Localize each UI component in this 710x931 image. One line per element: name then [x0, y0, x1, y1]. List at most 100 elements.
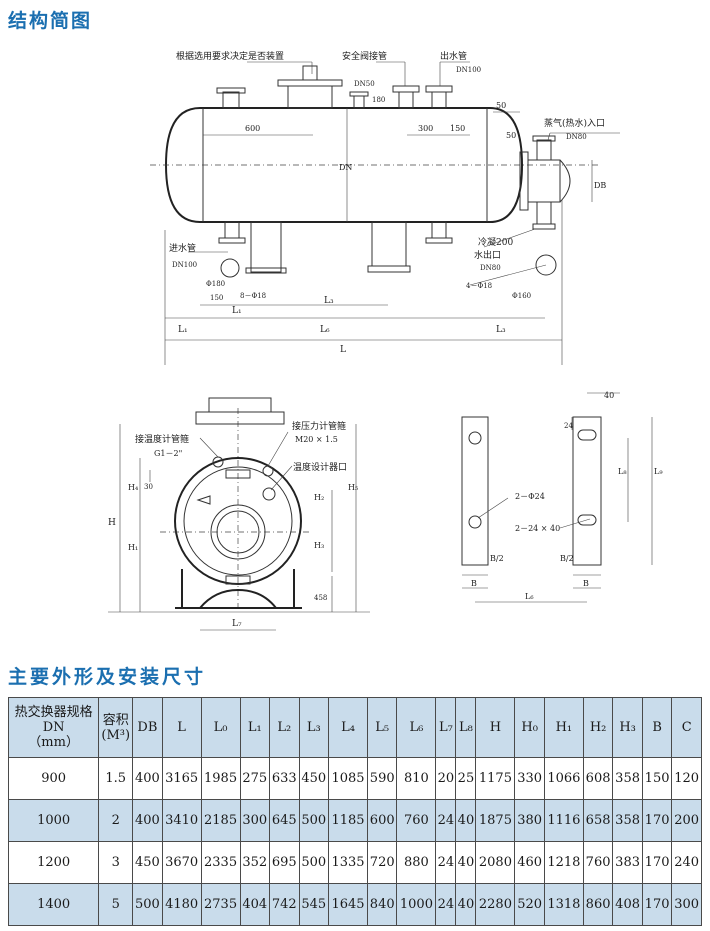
table-cell: 860	[582, 883, 614, 926]
table-cell: 645	[269, 799, 300, 842]
vessel-end-view	[108, 397, 370, 631]
table-cell: 1985	[200, 757, 241, 800]
table-cell: 840	[366, 883, 398, 926]
l-b-label: L₃	[324, 296, 334, 306]
table-cell: 3410	[161, 799, 202, 842]
table-cell: 1875	[475, 799, 516, 842]
hole-2phi24-label: 2－Φ24	[515, 492, 545, 501]
elevation-labels: 根据选用要求决定是否装置 安全阀接管 出水管 DN100 DN50 180 60…	[169, 50, 606, 355]
table-cell: 520	[514, 883, 545, 926]
table-cell: 1200	[7, 841, 100, 884]
dn80-inlet-label: DN80	[566, 133, 587, 141]
h-label: H	[108, 518, 116, 528]
table-cell: 408	[612, 883, 643, 926]
phi160-label: Φ160	[512, 292, 531, 300]
table-cell: 658	[582, 799, 614, 842]
table-cell: 608	[582, 757, 614, 800]
table-header-cell: L	[161, 697, 202, 758]
table-cell: 25	[455, 757, 477, 800]
table-cell: 810	[396, 757, 437, 800]
db-label: DB	[594, 181, 606, 190]
l-d-label: L₆	[320, 325, 330, 335]
dn50-label: DN50	[354, 80, 375, 88]
dim-458-label: 458	[314, 594, 327, 602]
table-header-cell: H₀	[514, 697, 545, 758]
table-cell: 742	[269, 883, 300, 926]
dn100-inlet-label: DN100	[172, 261, 197, 269]
table-header-cell: L₅	[366, 697, 398, 758]
l-e-label: L₃	[496, 325, 506, 335]
table-cell: 40	[455, 799, 477, 842]
table-cell: 695	[269, 841, 300, 884]
table-cell: 1318	[543, 883, 584, 926]
phi180-label: Φ180	[206, 280, 225, 288]
g-thread-label: G1－2"	[154, 449, 182, 458]
table-cell: 170	[641, 883, 673, 926]
table-cell: 200	[671, 799, 702, 842]
dn-label: DN	[339, 163, 352, 172]
condensate-200-label: 冷凝200	[478, 236, 513, 248]
table-cell: 2735	[200, 883, 241, 926]
table-cell: 1218	[543, 841, 584, 884]
table-cell: 760	[396, 799, 437, 842]
dim-300-label: 300	[418, 124, 433, 133]
table-cell: 358	[612, 799, 643, 842]
table-cell: 330	[514, 757, 545, 800]
dim-24-label: 24	[564, 422, 573, 430]
b-half-2-label: B/2	[560, 554, 574, 563]
table-cell: 3670	[161, 841, 202, 884]
table-header-cell: H₂	[582, 697, 614, 758]
h2-label: H₂	[314, 493, 324, 502]
table-cell: 4180	[161, 883, 202, 926]
table-cell: 1400	[7, 883, 100, 926]
structure-drawing: 根据选用要求决定是否装置 安全阀接管 出水管 DN100 DN50 180 60…	[108, 50, 663, 631]
table-cell: 20	[435, 757, 457, 800]
table-cell: 460	[514, 841, 545, 884]
table-header-cell: L₁	[239, 697, 271, 758]
table-cell: 5	[98, 883, 134, 926]
dn100-outlet-label: DN100	[456, 66, 481, 74]
pressure-gauge-label: 接压力计管箍	[292, 420, 346, 432]
l9-label: L₉	[654, 467, 663, 476]
table-cell: 1185	[328, 799, 368, 842]
table-cell: 633	[269, 757, 300, 800]
dim-30-label: 30	[144, 483, 153, 491]
table-cell: 2080	[475, 841, 516, 884]
table-header-cell: 容积(M³)	[98, 697, 134, 758]
table-cell: 1175	[475, 757, 516, 800]
table-cell: 352	[239, 841, 271, 884]
l-c-label: L₁	[178, 325, 188, 335]
dim-600-label: 600	[245, 124, 260, 133]
table-cell: 170	[641, 799, 673, 842]
table-header-cell: L₆	[396, 697, 437, 758]
structure-title: 结构简图	[8, 10, 93, 32]
saddle-details	[461, 392, 653, 603]
table-cell: 404	[239, 883, 271, 926]
table-cell: 380	[514, 799, 545, 842]
table-header-cell: L₀	[200, 697, 241, 758]
table-cell: 383	[612, 841, 643, 884]
steam-inlet-label: 蒸气(热水)入口	[544, 117, 605, 129]
table-cell: 40	[455, 841, 477, 884]
table-cell: 500	[298, 841, 330, 884]
table-cell: 24	[435, 799, 457, 842]
dn80-outlet-label: DN80	[480, 264, 501, 272]
table-cell: 150	[641, 757, 673, 800]
dimensions-title: 主要外形及安装尺寸	[8, 666, 207, 688]
table-cell: 1000	[7, 799, 100, 842]
table-cell: 450	[132, 841, 163, 884]
l7-label: L₇	[232, 619, 242, 629]
dim-150b-label: 150	[210, 294, 223, 302]
bolt-8-label: 8－Φ18	[240, 292, 266, 300]
table-header-cell: H₁	[543, 697, 584, 758]
table-cell: 900	[7, 757, 100, 800]
table-header-cell: L₈	[455, 697, 477, 758]
optional-device-label: 根据选用要求决定是否装置	[176, 50, 284, 62]
table-cell: 500	[132, 883, 163, 926]
saddle-labels: 40 24 2－Φ24 2－24 × 40 B/2 B/2 B B L₈ L₉ …	[471, 391, 663, 601]
